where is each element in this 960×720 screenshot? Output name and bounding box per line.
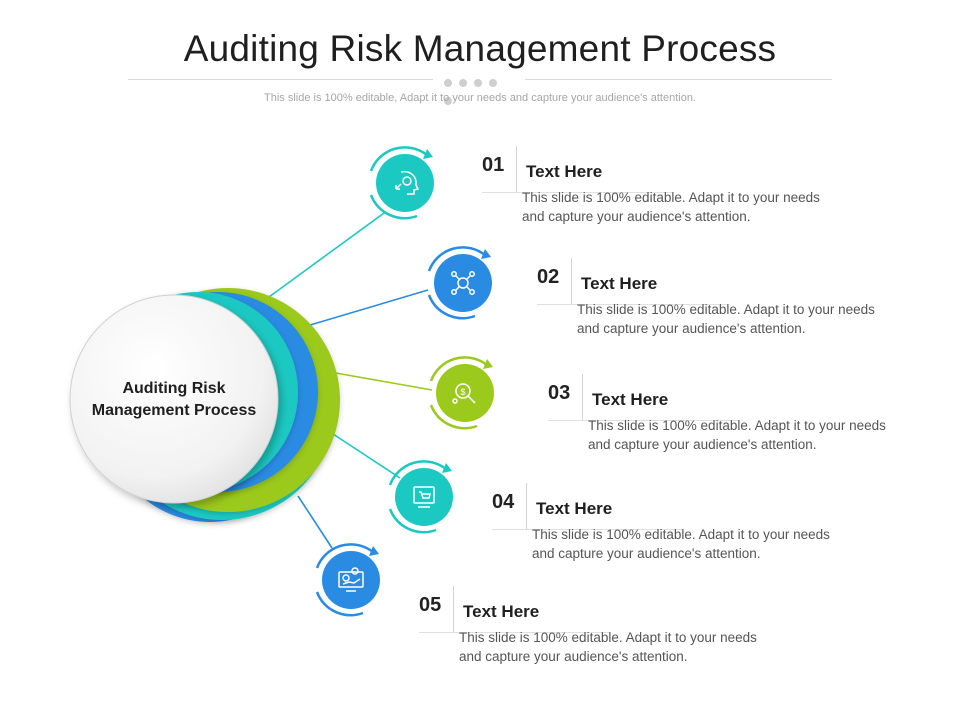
step-04-icon-group [388,460,453,534]
step-heading: Text Here [463,602,540,621]
title-dots [444,74,518,105]
step-divider-vertical [571,258,572,304]
shopping-screen-icon [413,486,435,508]
step-divider-vertical [526,483,527,529]
step-heading: Text Here [581,274,658,293]
center-label: Auditing Risk Management Process [72,378,276,422]
step-01-icon-group [369,146,434,220]
svg-text:$: $ [460,387,465,397]
step-description: This slide is 100% editable. Adapt it to… [588,418,886,452]
finance-monitor-icon [338,567,364,592]
step-number: 02 [537,266,560,288]
center-label-line2: Management Process [91,402,257,419]
step-divider-horizontal [492,529,682,530]
center-label-line1: Auditing Risk [122,380,226,397]
connector-01 [257,212,385,306]
connector-03 [329,371,433,391]
step-divider-horizontal [548,420,738,421]
step-number: 04 [492,491,515,513]
subtitle: This slide is 100% editable, Adapt it to… [264,92,696,104]
step-description: This slide is 100% editable. Adapt it to… [577,302,875,336]
connector-05 [297,495,333,549]
step-heading: Text Here [536,499,613,518]
step-description: This slide is 100% editable. Adapt it to… [522,190,820,224]
step-number: 01 [482,154,505,176]
step-heading: Text Here [526,162,603,181]
step-number: 05 [419,594,442,616]
network-icon [451,271,475,295]
step-03-icon-group: $ [429,356,494,430]
step-divider-vertical [516,146,517,192]
step-divider-vertical [582,374,583,420]
step-divider-horizontal [537,304,727,305]
center-circle [69,294,279,504]
step-02-icon-group [427,246,492,320]
connector-02 [299,289,429,329]
step-divider-horizontal [482,192,672,193]
connector-04 [329,431,401,479]
title-divider-right [525,79,832,80]
title-divider-left [128,79,433,80]
step-divider-horizontal [419,632,609,633]
money-search-icon: $ [452,383,476,404]
page-title: Auditing Risk Management Process [183,28,777,69]
step-heading: Text Here [592,390,669,409]
head-gear-icon [395,170,420,195]
step-number: 03 [548,382,571,404]
step-05-icon-group [315,543,380,617]
step-divider-vertical [453,586,454,632]
step-description: This slide is 100% editable. Adapt it to… [532,527,830,561]
step-description: This slide is 100% editable. Adapt it to… [459,630,757,664]
